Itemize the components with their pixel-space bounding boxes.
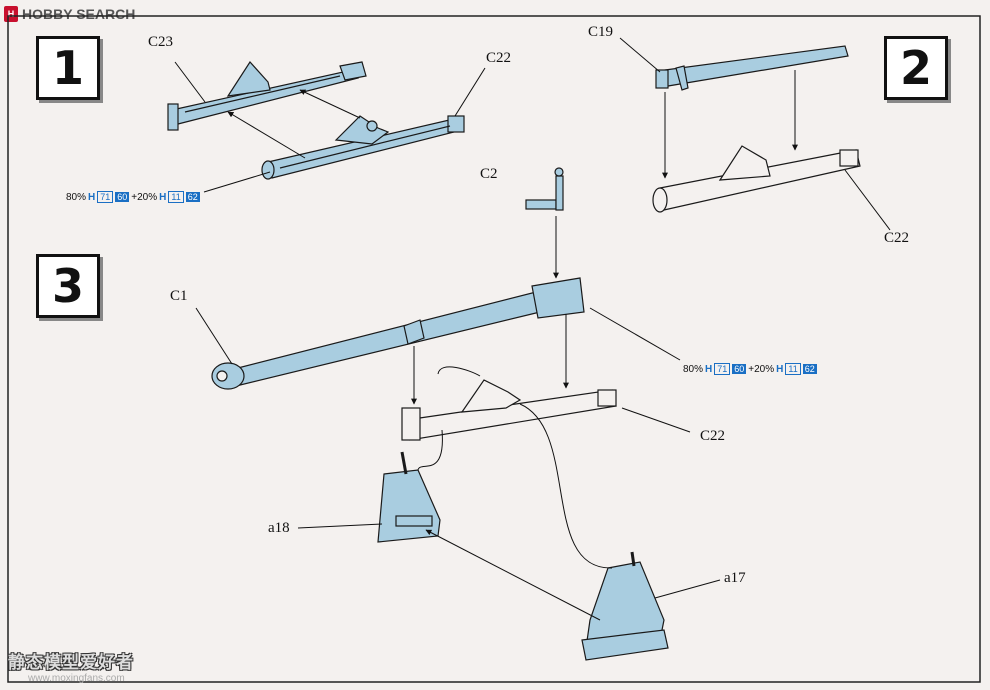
paint-mix-2-code1b: 60	[732, 364, 747, 374]
label-c1: C1	[170, 288, 188, 304]
label-a18: a18	[268, 520, 290, 536]
site-watermark: 静态模型爱好者 www.moxingfans.com	[8, 648, 134, 684]
label-a17: a17	[724, 570, 746, 586]
c2-part	[525, 167, 564, 211]
watermark-url: www.moxingfans.com	[28, 673, 125, 684]
paint-mix-2-code1: 71	[714, 363, 731, 375]
label-c22-step2: C22	[884, 230, 910, 246]
paint-mix-1-code1b: 60	[115, 192, 130, 202]
step1-arrows	[174, 61, 486, 193]
step-1-marker: 1	[36, 36, 100, 100]
paint-mix-2-code2: 11	[785, 363, 801, 375]
a17-part	[581, 551, 669, 661]
paint-mix-1-code2b: 62	[185, 192, 200, 202]
c22-part-step1	[261, 115, 465, 180]
paint-mix-2-pct: 80%	[683, 363, 704, 375]
paint-mix-1-h2: H	[159, 191, 167, 203]
step3-arrows	[195, 216, 721, 621]
label-c23: C23	[148, 34, 174, 50]
step-3-marker: 3	[36, 254, 100, 318]
paint-mix-2-h1: H	[705, 363, 713, 375]
paint-mix-2-h2: H	[776, 363, 784, 375]
paint-mix-2-code2b: 62	[802, 364, 817, 374]
paint-mix-1-plus: +20%	[131, 191, 158, 203]
a18-part	[377, 451, 441, 543]
paint-mix-2-plus: +20%	[748, 363, 775, 375]
paint-mix-callout-2: 80% H 71 60 +20% H 11 62	[683, 363, 817, 375]
label-c2: C2	[480, 166, 498, 182]
c19-part	[655, 45, 849, 91]
paint-mix-callout-1: 80% H 71 60 +20% H 11 62	[66, 191, 200, 203]
step2-arrows	[619, 37, 891, 231]
label-c22-step3: C22	[700, 428, 726, 444]
paint-mix-1-code1: 71	[97, 191, 114, 203]
c1-barrel-part	[211, 277, 585, 390]
label-c22-step1: C22	[486, 50, 512, 66]
paint-mix-1-pct: 80%	[66, 191, 87, 203]
brand-name: HOBBY SEARCH	[22, 6, 136, 22]
label-c19: C19	[588, 24, 614, 40]
step-2-marker: 2	[884, 36, 948, 100]
paint-mix-1-code2: 11	[168, 191, 184, 203]
watermark-text: 静态模型爱好者	[8, 653, 134, 672]
c23-part	[167, 61, 367, 131]
paint-mix-1-h1: H	[88, 191, 96, 203]
c22-part-step3	[401, 379, 617, 441]
c22-part-step2	[652, 145, 861, 213]
